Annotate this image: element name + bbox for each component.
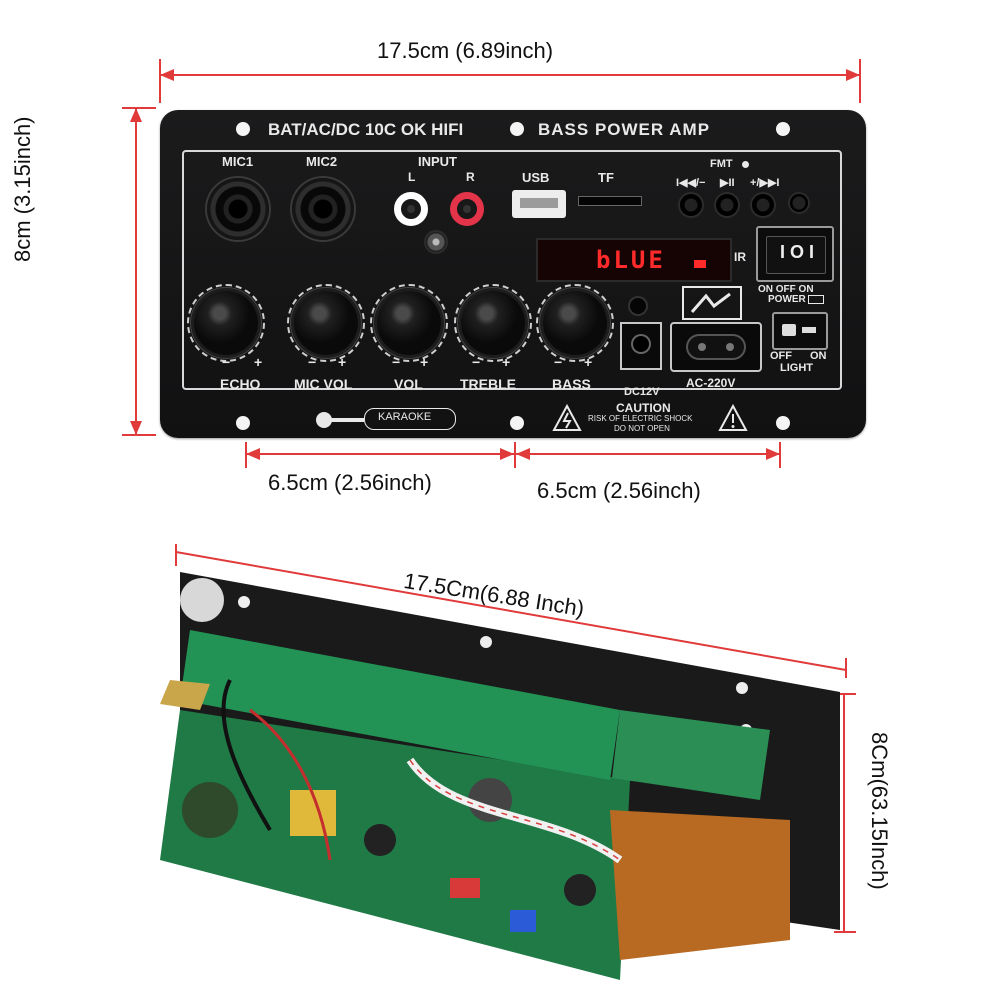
echo-minus: − xyxy=(222,354,231,370)
bottom-width-dimension-line xyxy=(175,544,847,678)
vol-knob-ring xyxy=(370,284,448,362)
mount-hole xyxy=(776,122,790,136)
pcb-rear-photo xyxy=(160,572,840,980)
bass-minus: − xyxy=(554,354,563,370)
bass-knob-ring xyxy=(536,284,614,362)
micvol-plus: + xyxy=(338,354,347,370)
knob-label-bass: BASS xyxy=(552,376,591,392)
top-width-label: 17.5cm (6.89inch) xyxy=(377,38,554,63)
top-width-dimension-line xyxy=(159,59,861,103)
caution-line2: DO NOT OPEN xyxy=(614,424,670,433)
mic1-label: MIC1 xyxy=(222,154,254,169)
next-label: +/▶▶I xyxy=(750,177,780,189)
mount-hole xyxy=(510,122,524,136)
led-display: bLUE xyxy=(536,238,732,282)
top-height-label: 8cm (3.15inch) xyxy=(10,116,35,262)
mount-hole xyxy=(236,122,250,136)
knob-label-echo: ECHO xyxy=(220,376,261,392)
input-r-label: R xyxy=(466,170,475,184)
input-l-label: L xyxy=(408,170,416,184)
panel-title-right: BASS POWER AMP xyxy=(538,120,711,139)
ac220v-label: AC-220V xyxy=(686,376,736,390)
power-switch[interactable]: I O I xyxy=(756,226,834,282)
usb-label: USB xyxy=(522,170,550,185)
prev-label: I◀◀/− xyxy=(676,177,706,189)
mic2-label: MIC2 xyxy=(306,154,338,169)
dc12v-jack[interactable] xyxy=(620,322,662,370)
power-label: POWER xyxy=(768,294,806,305)
echo-knob-ring xyxy=(187,284,265,362)
top-height-dimension-line xyxy=(122,107,156,436)
power-mode-logo-icon xyxy=(682,286,742,320)
play-pause-button[interactable] xyxy=(716,194,738,216)
panel-title-left: BAT/AC/DC 10C OK HIFI xyxy=(268,120,464,139)
rca-left-jack[interactable] xyxy=(394,192,428,226)
mic-vol-knob-ring xyxy=(287,284,365,362)
fmt-label: FMT xyxy=(710,158,733,170)
mic2-jack[interactable] xyxy=(292,178,354,240)
caution-line1: RISK OF ELECTRIC SHOCK xyxy=(588,414,693,423)
knob-label-vol: VOL xyxy=(394,376,423,392)
rca-right-jack[interactable] xyxy=(450,192,484,226)
knob-label-mic-vol: MIC VOL xyxy=(294,376,353,392)
prev-button[interactable] xyxy=(680,194,702,216)
input-label: INPUT xyxy=(418,154,457,169)
mic-vol-knob[interactable] xyxy=(294,291,358,355)
panel-screw-icon xyxy=(790,194,808,212)
treble-plus: + xyxy=(502,354,511,370)
warning-exclamation-icon xyxy=(718,404,748,431)
half-width-dimension-lines xyxy=(245,442,781,468)
light-switch[interactable] xyxy=(772,312,828,350)
treble-knob-ring xyxy=(454,284,532,362)
caution-title: CAUTION xyxy=(616,401,671,415)
knob-label-treble: TREBLE xyxy=(460,376,516,392)
light-off-label: OFF xyxy=(770,350,792,362)
battery-icon xyxy=(808,295,824,304)
right-half-width-label: 6.5cm (2.56inch) xyxy=(537,478,701,503)
mic1-jack[interactable] xyxy=(207,178,269,240)
tf-label: TF xyxy=(598,170,614,185)
ir-label: IR xyxy=(734,250,746,264)
treble-minus: − xyxy=(472,354,481,370)
vol-knob[interactable] xyxy=(377,291,441,355)
karaoke-badge xyxy=(364,408,456,430)
ac220v-inlet[interactable] xyxy=(670,322,762,372)
usb-port[interactable] xyxy=(512,190,566,218)
mount-hole xyxy=(776,416,790,430)
power-switch-states: ON OFF ON xyxy=(758,284,814,295)
bass-plus: + xyxy=(584,354,593,370)
light-on-label: ON xyxy=(810,350,827,362)
bass-knob[interactable] xyxy=(543,291,607,355)
treble-knob[interactable] xyxy=(461,291,525,355)
mount-hole xyxy=(236,416,250,430)
play-label: ▶II xyxy=(720,177,735,189)
panel-frame xyxy=(182,150,842,390)
display-text: bLUE xyxy=(596,246,666,274)
microphone-handle-icon xyxy=(330,418,364,422)
vol-minus: − xyxy=(392,354,401,370)
echo-knob[interactable] xyxy=(194,291,258,355)
ground-screw-icon xyxy=(426,232,446,252)
display-indicator-icon xyxy=(694,260,706,268)
echo-plus: + xyxy=(254,354,263,370)
light-label: LIGHT xyxy=(780,362,813,374)
warning-triangle-icon xyxy=(552,404,582,431)
fmt-led-icon xyxy=(742,161,749,168)
mount-hole xyxy=(510,416,524,430)
micvol-minus: − xyxy=(308,354,317,370)
left-half-width-label: 6.5cm (2.56inch) xyxy=(268,470,432,495)
next-button[interactable] xyxy=(752,194,774,216)
microphone-icon xyxy=(316,412,332,428)
tf-card-slot[interactable] xyxy=(578,196,642,206)
bottom-height-label: 8Cm(63.15Inch) xyxy=(867,732,892,890)
vol-plus: + xyxy=(420,354,429,370)
dc12v-label: DC12V xyxy=(624,386,660,398)
karaoke-label: KARAOKE xyxy=(378,411,432,423)
ir-sensor-icon xyxy=(630,298,646,314)
